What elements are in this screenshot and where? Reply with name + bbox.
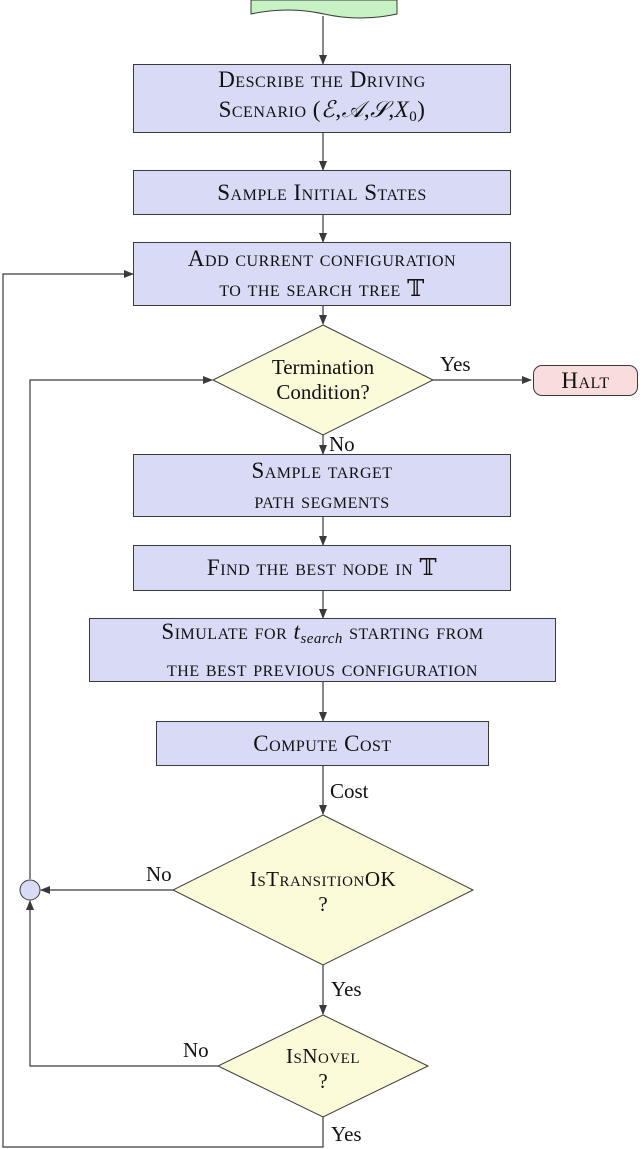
transition-no-label: No (146, 862, 172, 886)
novel-yes-label: Yes (331, 1122, 362, 1146)
termination-yes-label: Yes (440, 352, 471, 376)
simulate-box: Simulate for tsearch starting from the b… (89, 618, 556, 682)
novel-line2: ? (318, 1069, 328, 1093)
compute-cost-box: Compute Cost (156, 721, 489, 766)
find-best-node-box: Find the best node in 𝕋 (133, 545, 511, 591)
transition-line2: ? (318, 892, 328, 916)
compute-cost-label: Compute Cost (253, 730, 392, 756)
edge-novel-yes (2, 270, 324, 1148)
novel-line1: IsNovel (286, 1044, 360, 1068)
transition-yes-label: Yes (331, 977, 362, 1001)
halt-terminal: Halt (533, 365, 638, 396)
transition-line1: IsTransitionOK (249, 867, 397, 891)
termination-line2: Condition? (276, 380, 370, 404)
describe-scenario-box: Describe the Driving Scenario (ℰ,𝒜,𝒮,X0) (133, 64, 511, 133)
is-transition-ok-text: IsTransitionOK ? (203, 866, 443, 918)
add-configuration-box: Add current configuration to the search … (133, 242, 511, 306)
is-novel-text: IsNovel ? (248, 1043, 398, 1095)
sample-target-line1: Sample target (251, 457, 393, 483)
simulate-line2: the best previous configuration (167, 655, 478, 681)
edge-novel-no (26, 900, 218, 1067)
simulate-line1: Simulate for tsearch starting from (161, 618, 484, 647)
novel-no-label: No (183, 1038, 209, 1062)
describe-line1: Describe the Driving (218, 67, 426, 92)
loop-junction (19, 879, 41, 901)
sample-initial-label: Sample Initial States (217, 179, 427, 205)
halt-label: Halt (561, 367, 610, 393)
describe-line2: Scenario (ℰ,𝒜,𝒮,X0) (218, 97, 426, 125)
edge-junction-termination (29, 376, 213, 879)
termination-line1: Termination (271, 355, 375, 379)
add-config-line1: Add current configuration (187, 246, 457, 271)
start-terminal (250, 0, 398, 19)
add-config-line2: to the search tree 𝕋 (219, 276, 425, 301)
sample-target-line2: path segments (254, 487, 390, 513)
cost-label: Cost (330, 779, 369, 803)
sample-initial-states-box: Sample Initial States (133, 170, 511, 215)
sample-target-box: Sample target path segments (133, 454, 511, 517)
termination-condition-text: Termination Condition? (233, 355, 413, 405)
termination-no-label: No (329, 432, 355, 456)
find-best-label: Find the best node in 𝕋 (206, 555, 438, 580)
